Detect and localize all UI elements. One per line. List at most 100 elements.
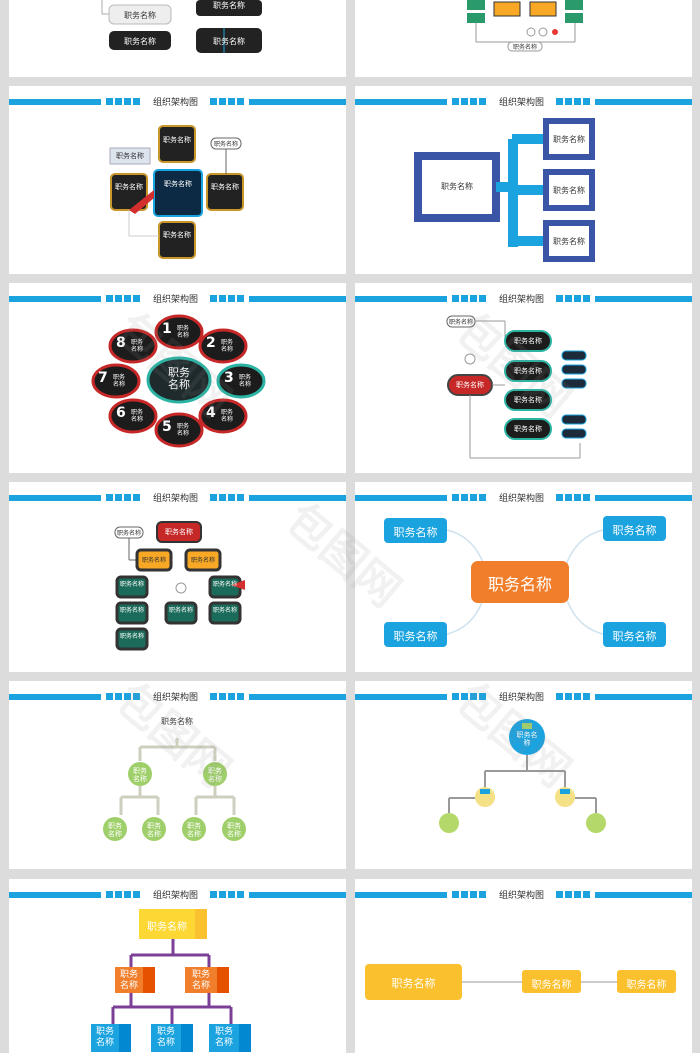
node-label: 职务名称	[553, 237, 585, 246]
node-label: 职务名称	[211, 183, 239, 191]
slide-11-drawing	[91, 909, 251, 1052]
node-number: 3	[224, 370, 234, 386]
node-label: 职务名称	[516, 731, 538, 747]
node-label: 职务名称	[163, 231, 191, 239]
slide-header: 组织架构图	[9, 888, 346, 902]
slide-header: 组织架构图	[355, 888, 692, 902]
center-node-label: 职务名称	[487, 575, 552, 594]
slide-4[interactable]: 组织架构图 职务名称 职务名称 职务名称 职务名称	[355, 86, 692, 274]
node-label: 职务名称	[168, 607, 193, 614]
slide-header: 组织架构图	[9, 292, 346, 306]
slide-10[interactable]: 组织架构图 职务名称	[355, 681, 692, 869]
node-label: 职务名称	[456, 381, 484, 389]
slide-header: 组织架构图	[355, 95, 692, 109]
slide-title: 组织架构图	[499, 98, 545, 108]
node-label: 职务名称	[190, 557, 215, 564]
node-label: 职务名称	[133, 767, 147, 783]
node-number: 2	[206, 335, 216, 351]
slide-header: 组织架构图	[9, 491, 346, 505]
slide-2-drawing	[467, 0, 583, 52]
node-label: 职务名称	[124, 11, 156, 20]
node-label: 职务名称	[514, 425, 542, 433]
node-label: 职务名称	[116, 530, 141, 537]
slide-header: 组织架构图	[355, 690, 692, 704]
slide-1[interactable]: 职务名称 职务名称 职务名称 职务名称	[9, 0, 346, 77]
node-label: 职务名称	[514, 337, 542, 345]
node-label: 职务名称	[147, 922, 187, 933]
node-label: 职务名称	[391, 977, 436, 990]
node-label: 职务名称	[119, 970, 138, 991]
node-label: 职务名称	[214, 1027, 233, 1048]
slide-1-drawing	[101, 0, 262, 53]
slide-title: 组织架构图	[153, 494, 199, 504]
slide-9-drawing	[103, 738, 246, 841]
node-number: 4	[206, 405, 216, 421]
node-number: 5	[162, 419, 172, 435]
node-label: 职务名称	[119, 581, 144, 588]
node-number: 7	[98, 370, 108, 386]
slide-5-drawing	[91, 314, 266, 448]
node-label: 职务名称	[176, 325, 189, 339]
slide-3[interactable]: 组织架构图 职务名称 职务名称 职务名称 职务名称 职务名称 职务名称 职务名称	[9, 86, 346, 274]
slide-12[interactable]: 组织架构图 职务名称 职务名称 职务名称	[355, 879, 692, 1053]
node-label: 职务名称	[141, 557, 166, 564]
node-label: 职务名称	[514, 396, 542, 404]
slide-8-drawing	[384, 516, 666, 647]
node-label: 职务名称	[163, 136, 191, 144]
node-label: 职务名称	[612, 524, 657, 537]
node-label: 职务名称	[187, 822, 201, 838]
slide-10-drawing	[439, 719, 606, 833]
slide-title: 组织架构图	[153, 891, 199, 901]
slide-header: 组织架构图	[9, 690, 346, 704]
slide-8[interactable]: 组织架构图 职务名称 职务名称 职务名称 职务名称 职务名称	[355, 482, 692, 672]
node-label: 职务名称	[156, 1027, 175, 1048]
slide-title: 组织架构图	[499, 494, 545, 504]
node-label: 职务名称	[393, 630, 438, 643]
node-label: 职务名称	[95, 1027, 114, 1048]
node-label: 职务名称	[514, 367, 542, 375]
node-label: 职务名称	[220, 409, 233, 423]
node-label: 职务名称	[116, 152, 144, 160]
node-label: 职务名称	[212, 607, 237, 614]
root-label: 职务名称	[161, 717, 193, 726]
slide-12-drawing	[365, 964, 676, 1000]
slide-header: 组织架构图	[9, 95, 346, 109]
node-label: 职务名称	[108, 822, 122, 838]
node-label: 职务名称	[191, 970, 210, 991]
slide-title: 组织架构图	[499, 295, 545, 305]
node-label: 职务名称	[213, 37, 245, 46]
slide-7[interactable]: 组织架构图 职务名称 职务名称 职务名称 职务名称 职务名称 职务名称 职务名称…	[9, 482, 346, 672]
slide-6-drawing	[446, 315, 587, 459]
slide-6[interactable]: 组织架构图 职务名称 职务名称 职务名称 职务名称 职务名称 职务名称	[355, 283, 692, 473]
node-label: 职务名称	[238, 374, 251, 388]
node-label: 职务名称	[176, 423, 189, 437]
slide-5[interactable]: 组织架构图 职务名称 1 职务名称 2 职务名称 3 职务名称 4 职务名称 5…	[9, 283, 346, 473]
node-label: 职务名称	[147, 822, 161, 838]
slide-title: 组织架构图	[499, 693, 545, 703]
node-label: 职务名称	[626, 980, 667, 991]
node-label: 职务名称	[531, 980, 572, 991]
center-node-label: 职务名称	[168, 366, 190, 391]
slide-7-drawing	[114, 521, 245, 651]
slide-title: 组织架构图	[153, 295, 199, 305]
slide-4-drawing	[414, 118, 595, 262]
slide-title: 组织架构图	[153, 693, 199, 703]
node-label: 职务名称	[553, 135, 585, 144]
slide-title: 组织架构图	[499, 891, 545, 901]
node-label: 职务名称	[553, 186, 585, 195]
node-label: 职务名称	[130, 339, 143, 353]
node-label: 职务名称	[130, 409, 143, 423]
node-label: 职务名称	[124, 37, 156, 46]
node-label: 职务名称	[512, 44, 537, 51]
node-label: 职务名称	[612, 630, 657, 643]
slide-9[interactable]: 组织架构图 职务名称 职务名称 职务名称 职务名称 职务名称 职务名称 职务名称	[9, 681, 346, 869]
slide-2[interactable]: 职务名称	[355, 0, 692, 77]
node-label: 职务名称	[393, 526, 438, 539]
node-label: 职务名称	[441, 182, 473, 191]
node-label: 职务名称	[164, 180, 192, 188]
node-label: 职务名称	[213, 1, 245, 10]
node-label: 职务名称	[119, 607, 144, 614]
node-label: 职务名称	[112, 374, 125, 388]
node-label: 职务名称	[213, 141, 238, 148]
slide-11[interactable]: 组织架构图 职务名称 职务名称 职务名称 职务名称 职务名称 职务名称	[9, 879, 346, 1053]
